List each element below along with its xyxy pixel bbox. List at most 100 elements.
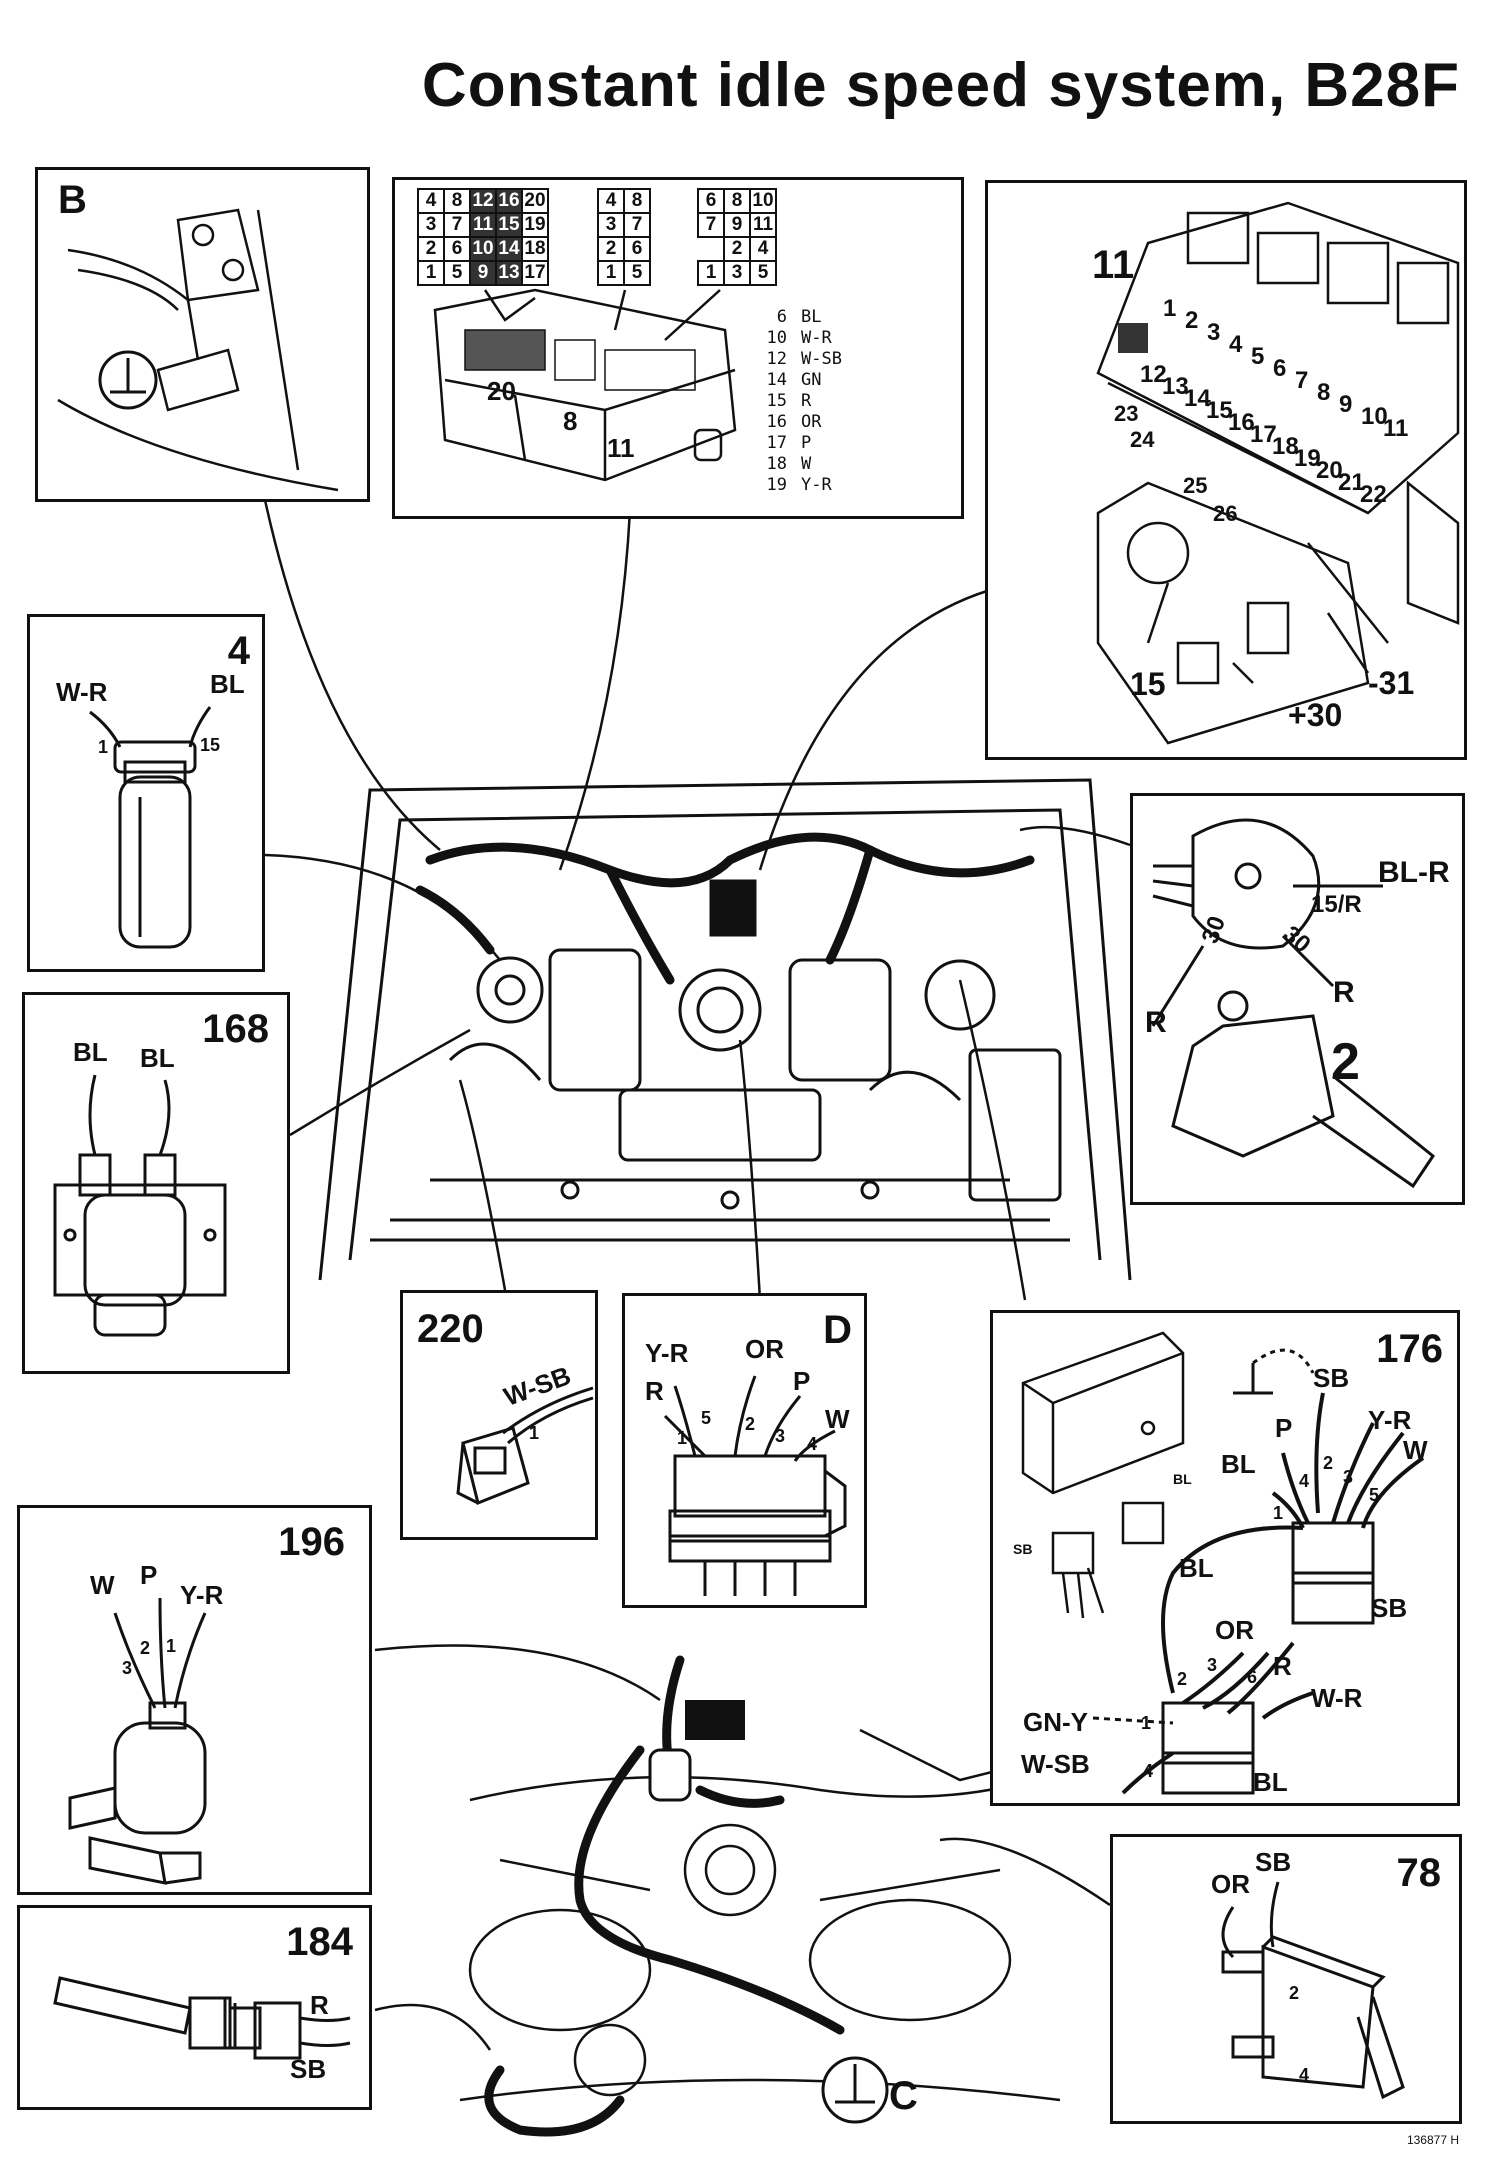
p176-pin-2: 2 [1323,1453,1334,1473]
panel-168-label: 168 [202,1007,269,1051]
p176-pin-1: 1 [1273,1503,1284,1523]
pin-cell: 9 [723,212,751,238]
connector-d-icon [663,1375,847,1596]
air-valve-196-icon [68,1597,207,1885]
fuse-label: 5 [1251,343,1265,370]
panel-4-label: 4 [227,629,250,673]
panel-176: 176 [990,1310,1460,1806]
p176-label-p: P [1275,1413,1293,1443]
legend-color: Y-R [801,475,832,495]
legend-color: R [801,391,812,411]
fuse-label: 24 [1130,427,1155,452]
pd-wire-p: P [793,1366,811,1396]
ground-symbol-icon [821,2056,889,2124]
p176-label-gn-y: GN-Y [1023,1707,1088,1737]
ground-c-label: C [889,2074,918,2118]
p196-pin-2: 2 [140,1638,151,1658]
lower-engine-illustration [459,1655,1061,2137]
p78-wire-or: OR [1211,1869,1250,1899]
panel-11-label: 11 [1092,243,1135,287]
p176-label-w-sb: W-SB [1021,1749,1090,1779]
panel-184-label: 184 [286,1920,353,1964]
p176-plug-top-sb: SB [1371,1593,1408,1623]
page-title: Constant idle speed system, B28F [421,51,1460,120]
p176-bottom-pin-2: 2 [1177,1669,1188,1689]
pd-pin-3: 3 [775,1426,786,1446]
pin-cell: 6 [443,236,471,262]
p176-left-plug-sb: SB [1013,1541,1033,1557]
p176-label-w: W [1403,1435,1428,1465]
panel-b-label: B [58,178,87,222]
legend-color: BL [801,307,822,327]
pin-cell: 7 [443,212,471,238]
panel-176-label: 176 [1376,1327,1443,1371]
p176-label-y-r: Y-R [1368,1405,1412,1435]
p176-left-plug-bl: BL [1173,1471,1192,1487]
panel-4-coil: 4 W-R BL 1 15 [27,614,265,972]
p196-pin-3: 3 [122,1658,133,1678]
pin-cell: 4 [749,236,777,262]
pin-cell: 5 [749,260,777,286]
pin-cell: 3 [597,212,625,238]
fuse-label: 17 [1250,421,1277,448]
fuse-label: 7 [1295,367,1309,394]
p78-pin-2: 2 [1289,1983,1300,2003]
pin-cell: 7 [697,212,725,238]
fuse-label: 4 [1229,331,1243,358]
p196-wire-y-r: Y-R [180,1580,224,1610]
coil-wire-w-r: W-R [56,677,108,707]
legend-color: W [801,454,812,474]
ground-bolt-illustration [57,208,339,492]
legend-pin: 17 [766,433,787,453]
pin-cell: 9 [469,260,497,286]
pd-wire-or: OR [745,1334,784,1364]
panel-78-label: 78 [1396,1851,1442,1895]
pin-cell: 2 [597,236,625,262]
p176-bottom-pin-3: 3 [1207,1655,1218,1675]
legend-pin: 10 [766,328,787,348]
p176-bottom-pin-1: 1 [1141,1713,1152,1733]
p176-label-w-r: W-R [1311,1683,1363,1713]
fuse-label: 21 [1338,469,1365,496]
fuse-label: 20 [1316,457,1343,484]
ballast-unit-icon [53,1074,227,1337]
pd-wire-w: W [825,1404,850,1434]
fusebox-illustration [1096,201,1460,745]
terminal-15: 15 [1130,666,1166,702]
engine-bay-illustration [318,778,1132,1281]
p176-mid-bl: BL [1179,1553,1214,1583]
pin-cell: 12 [469,188,497,214]
pd-pin-5: 5 [701,1408,712,1428]
p176-label-or: OR [1215,1615,1254,1645]
fuse-label: 3 [1207,319,1221,346]
pin-cell: 14 [495,236,523,262]
panel-196-label: 196 [278,1520,345,1564]
fuse-label: 13 [1162,373,1189,400]
switch-label-r-right: R [1333,976,1355,1009]
p196-wire-w: W [90,1570,115,1600]
pin-cell: 1 [417,260,445,286]
panel-196: 196 W P Y-R 3 2 1 [17,1505,372,1895]
fuse-label: 23 [1114,401,1139,426]
pin-cell: 8 [623,188,651,214]
pin-cell: 13 [495,260,523,286]
switch-label-bl-r: BL-R [1378,856,1450,889]
control-unit-176-icon [1021,1331,1425,1795]
